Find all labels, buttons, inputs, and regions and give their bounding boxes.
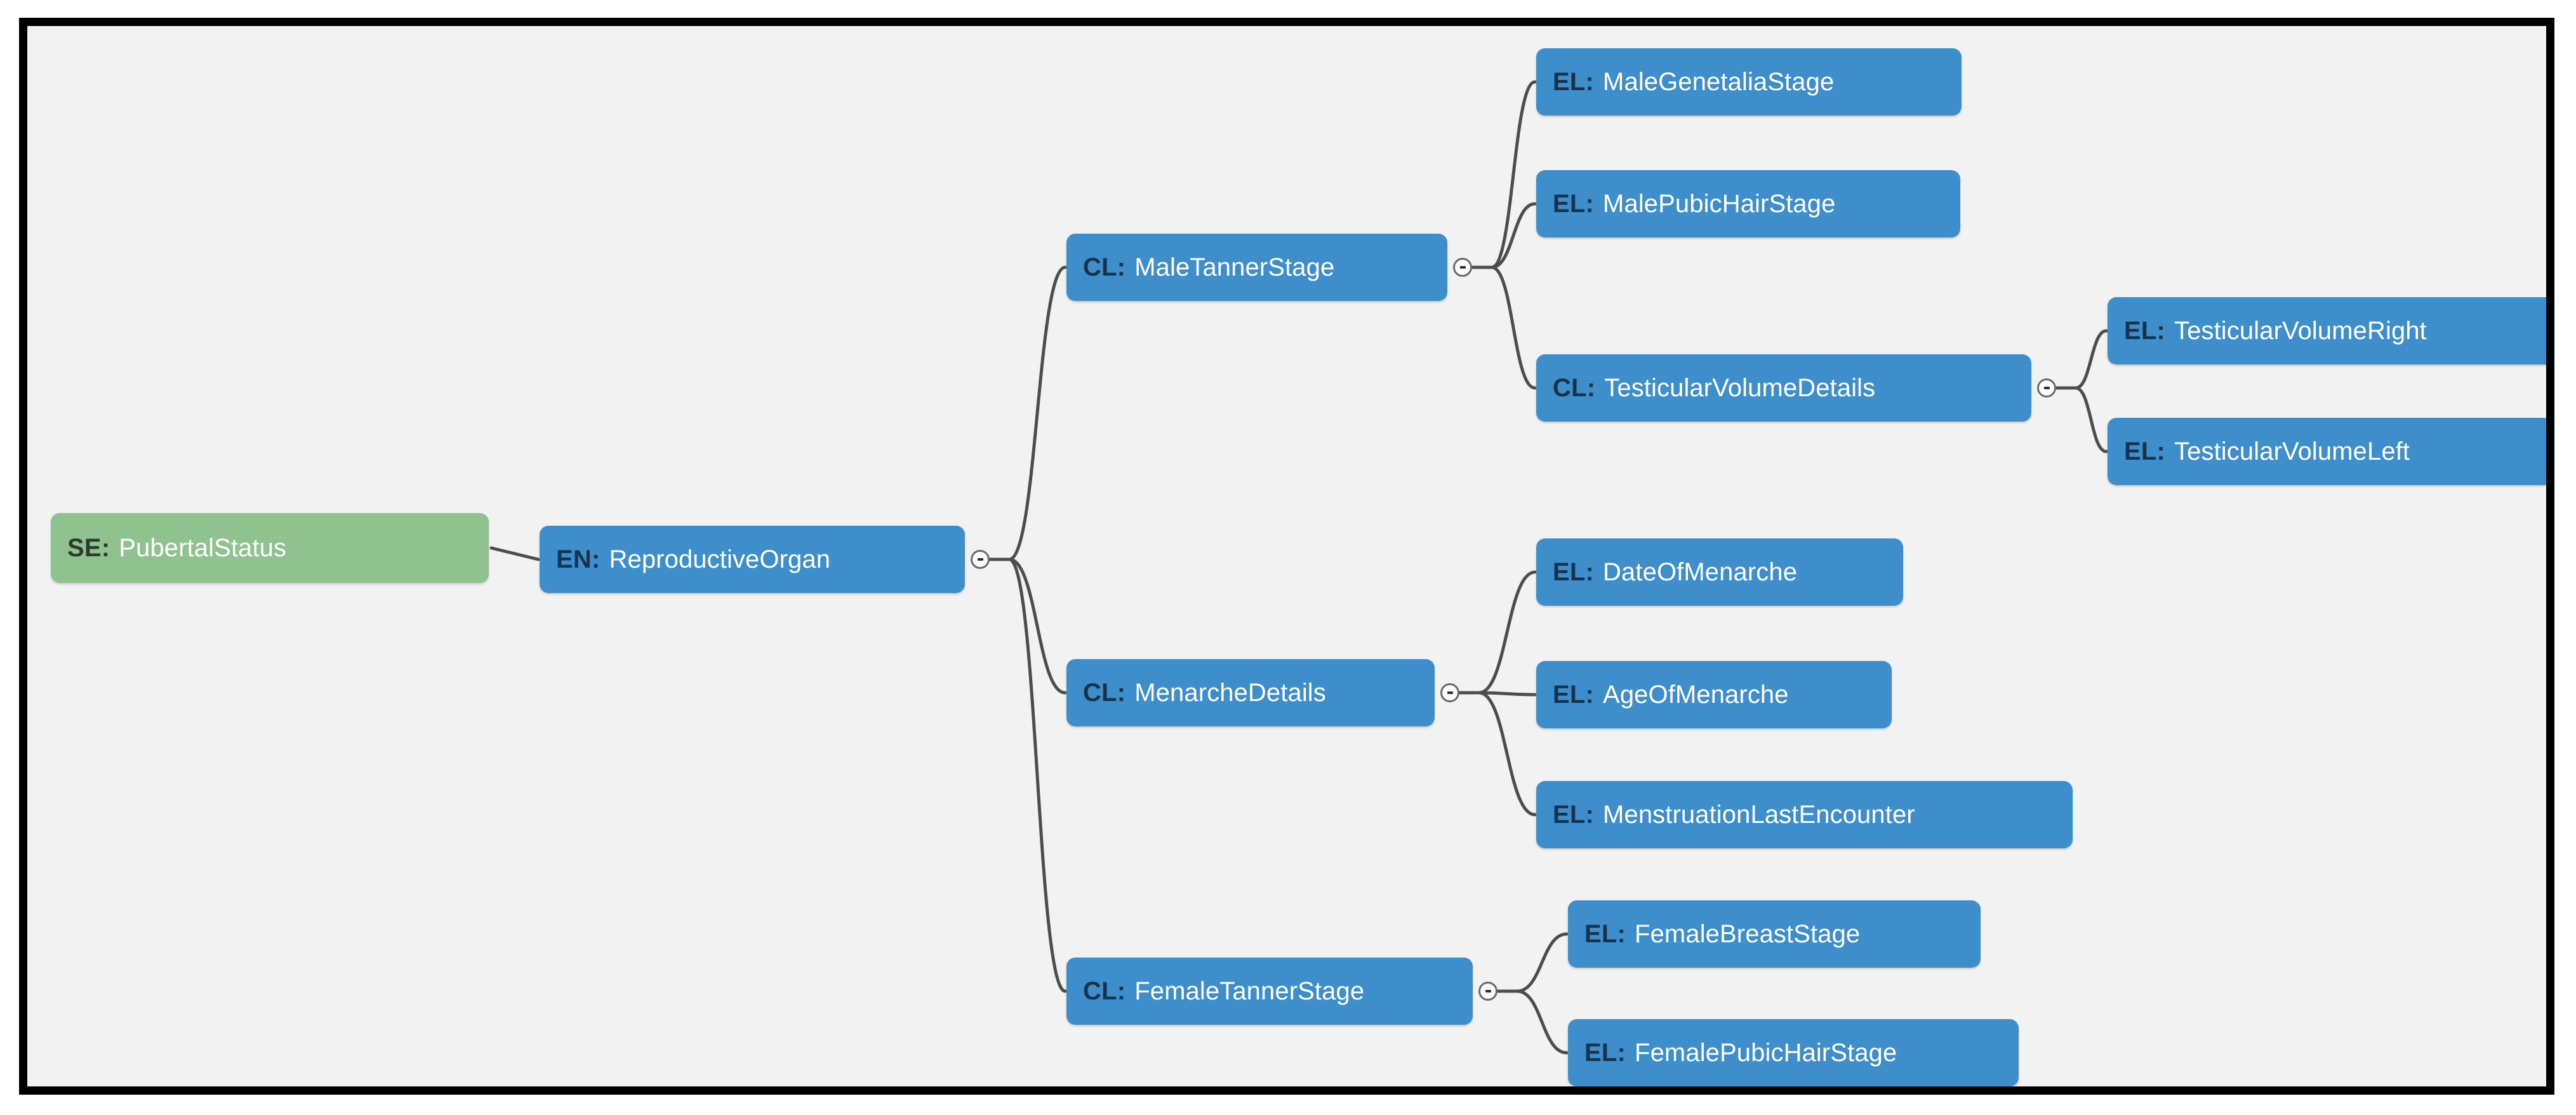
node-prefix: EL: [1553,67,1595,96]
node-label: FemaleBreastStage [1635,919,1861,948]
node-prefix: EL: [2124,437,2166,465]
node-prefix: CL: [1083,678,1126,707]
node-prefix: EL: [2124,316,2166,345]
node-label: TesticularVolumeDetails [1604,373,1876,402]
edge-reproductive-organ-to-female-tanner-stage [988,558,1067,993]
node-prefix: EL: [1553,680,1595,709]
node-label: TesticularVolumeLeft [2174,437,2410,465]
edge-menarche-details-to-date-of-menarche [1458,570,1537,695]
edge-testicular-volume-details-to-testicular-volume-left [2055,386,2108,453]
edge-female-tanner-stage-to-female-breast-stage [1496,932,1569,993]
node-prefix: CL: [1083,977,1126,1005]
node-prefix: EL: [1553,558,1595,586]
node-male-tanner-stage[interactable]: CL: MaleTannerStage [1066,234,1447,301]
edge-male-tanner-stage-to-testicular-volume-details [1471,265,1537,390]
collapse-toggle-icon-reproductive-organ[interactable] [971,550,990,569]
node-prefix: CL: [1083,253,1126,281]
node-menstruation-last-encounter[interactable]: EL: MenstruationLastEncounter [1536,781,2073,848]
node-label: MenstruationLastEncounter [1603,800,1915,829]
node-female-breast-stage[interactable]: EL: FemaleBreastStage [1568,900,1981,968]
node-label: ReproductiveOrgan [609,545,831,573]
node-label: MalePubicHairStage [1603,189,1836,218]
node-age-of-menarche[interactable]: EL: AgeOfMenarche [1536,661,1892,728]
node-label: PubertalStatus [119,533,287,562]
node-root[interactable]: SE: PubertalStatus [51,513,489,583]
node-prefix: EL: [1584,919,1626,948]
edge-reproductive-organ-to-menarche-details [988,558,1067,695]
node-label: MaleGenetaliaStage [1603,67,1835,96]
node-label: MaleTannerStage [1134,253,1335,281]
collapse-toggle-icon-female-tanner-stage[interactable] [1478,982,1497,1001]
node-prefix: SE: [67,533,110,562]
collapse-toggle-icon-menarche-details[interactable] [1440,683,1459,702]
node-label: DateOfMenarche [1603,558,1798,586]
node-female-pubic-hair-stage[interactable]: EL: FemalePubicHairStage [1568,1019,2019,1086]
collapse-toggle-icon-testicular-volume-details[interactable] [2037,378,2056,397]
edge-reproductive-organ-to-male-tanner-stage [988,265,1067,561]
edge-male-tanner-stage-to-male-genetalia-stage [1471,80,1537,269]
node-testicular-volume-right[interactable]: EL: TesticularVolumeRight [2108,297,2546,364]
node-label: FemalePubicHairStage [1635,1038,1897,1067]
node-prefix: CL: [1553,373,1596,402]
node-male-pubic-hair-stage[interactable]: EL: MalePubicHairStage [1536,170,1960,237]
collapse-toggle-icon-male-tanner-stage[interactable] [1453,258,1472,277]
node-label: MenarcheDetails [1134,678,1326,707]
edge-menarche-details-to-age-of-menarche [1458,691,1537,697]
node-date-of-menarche[interactable]: EL: DateOfMenarche [1536,538,1903,606]
node-testicular-volume-left[interactable]: EL: TesticularVolumeLeft [2108,418,2546,485]
node-reproductive-organ[interactable]: EN: ReproductiveOrgan [540,526,965,593]
edge-male-tanner-stage-to-male-pubic-hair-stage [1471,202,1537,269]
edge-menarche-details-to-menstruation-last-encounter [1458,691,1537,817]
node-label: AgeOfMenarche [1603,680,1789,709]
edge-female-tanner-stage-to-female-pubic-hair-stage [1496,989,1569,1055]
node-male-genetalia-stage[interactable]: EL: MaleGenetaliaStage [1536,48,1962,116]
node-menarche-details[interactable]: CL: MenarcheDetails [1066,659,1435,726]
node-prefix: EN: [556,545,601,573]
node-female-tanner-stage[interactable]: CL: FemaleTannerStage [1066,958,1473,1025]
edge-root-to-reproductive-organ [489,546,540,561]
node-testicular-volume-details[interactable]: CL: TesticularVolumeDetails [1536,354,2031,422]
node-prefix: EL: [1584,1038,1626,1067]
node-prefix: EL: [1553,800,1595,829]
node-label: TesticularVolumeRight [2174,316,2427,345]
node-label: FemaleTannerStage [1134,977,1365,1005]
edge-testicular-volume-details-to-testicular-volume-right [2055,329,2108,390]
node-prefix: EL: [1553,189,1595,218]
